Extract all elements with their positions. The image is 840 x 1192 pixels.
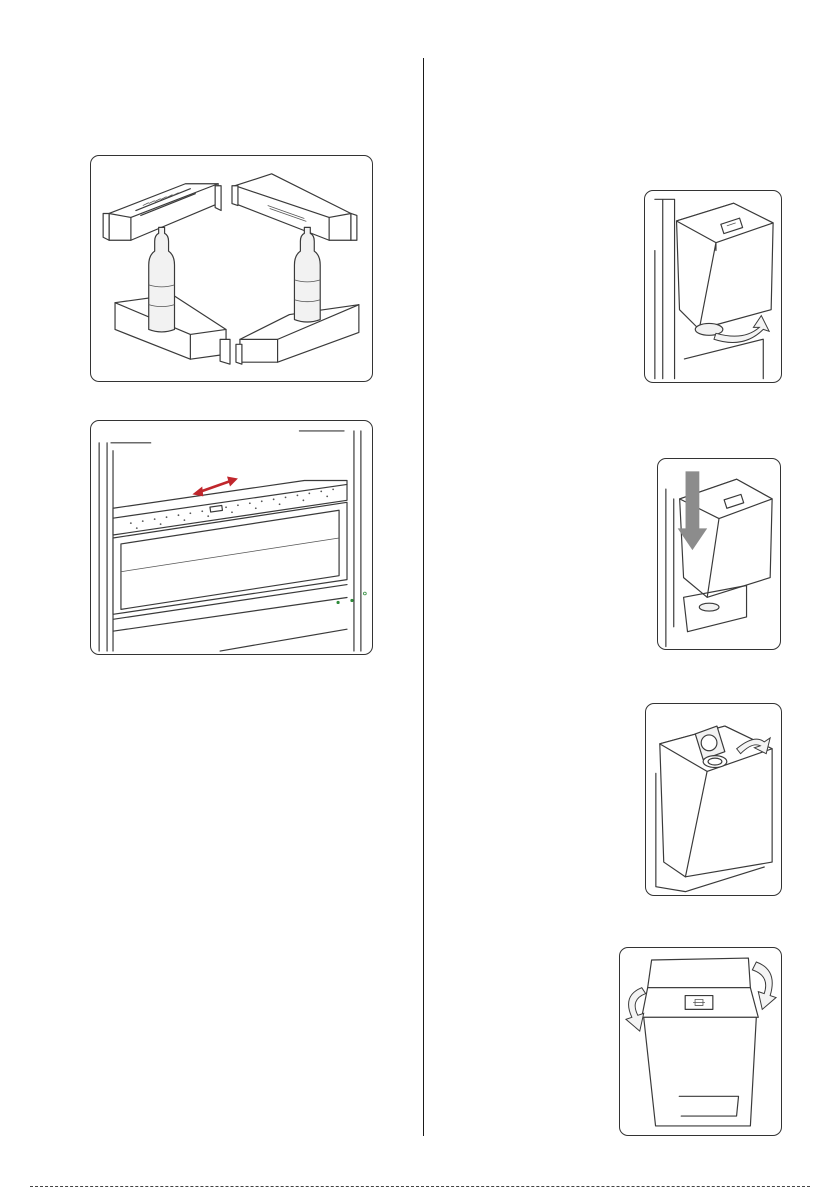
water-tank-push-down-illustration <box>658 459 780 649</box>
sliding-shelf-illustration <box>91 421 372 654</box>
water-tank-lid-open-figure <box>645 703 782 896</box>
page-bottom-rule <box>30 1186 810 1187</box>
crisper-cover-figure <box>90 420 373 655</box>
column-divider <box>423 58 424 1136</box>
water-tank-side-release-figure <box>619 947 782 1136</box>
door-shelf-bins-illustration <box>91 156 372 381</box>
door-bin-bottom-right <box>236 227 359 364</box>
water-tank-rotate-figure <box>644 190 782 383</box>
water-tank-side-clips-illustration <box>620 948 781 1135</box>
water-tank-insert-figure <box>657 458 781 650</box>
water-tank-remove-illustration <box>645 191 781 382</box>
right-rotate-arrow-icon <box>752 962 776 1009</box>
door-shelves-figure <box>90 155 373 382</box>
door-bin-bottom-left <box>115 227 230 364</box>
door-bin-top-right <box>232 174 357 240</box>
water-tank-lid-illustration <box>646 704 781 895</box>
